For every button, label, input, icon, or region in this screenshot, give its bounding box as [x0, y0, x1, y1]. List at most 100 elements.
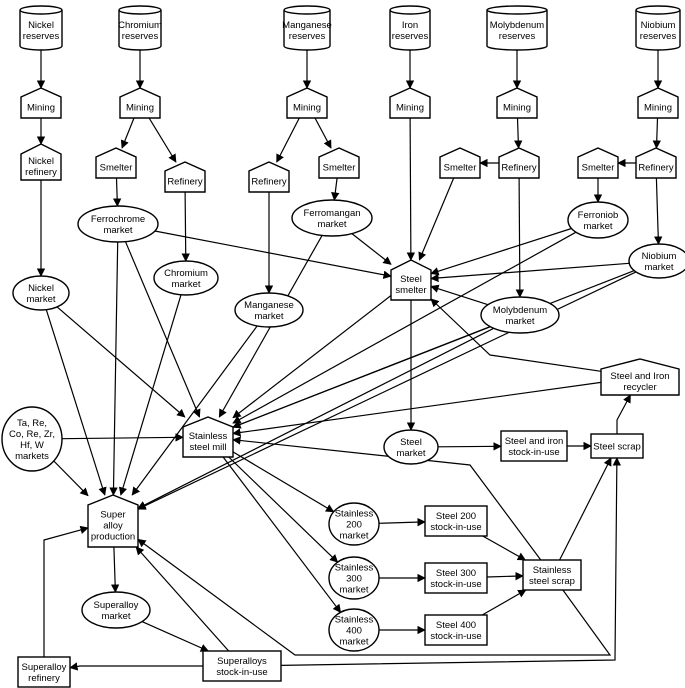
node-shape: [389, 5, 431, 51]
node-label: Super: [100, 510, 125, 521]
node-label: Mining: [644, 103, 672, 114]
node-label: market: [101, 611, 130, 622]
node-label: Nickel: [28, 20, 54, 31]
node-label: Molybdenum: [493, 305, 547, 316]
node-shape: [119, 87, 161, 119]
node-mining-nb: Mining: [637, 87, 679, 119]
node-label: Niobium: [642, 251, 677, 262]
node-shape: [590, 433, 644, 459]
node-shape: [19, 5, 63, 51]
flow-arrows: [36, 50, 663, 671]
arrow-steel-200-stock-to-stainless-steel-scrap: [482, 535, 527, 561]
node-shape: [496, 87, 538, 119]
node-shape: [248, 161, 290, 193]
arrow-steel-scrap-to-steel-iron-recycler: [616, 394, 631, 434]
node-label: reserves: [499, 31, 536, 42]
node-label: stock-in-use: [430, 579, 481, 590]
node-label: Steel 300: [436, 568, 476, 579]
node-shape: [635, 5, 681, 51]
node-label: stock-in-use: [216, 667, 267, 678]
node-label: Refinery: [251, 177, 287, 188]
node-label: Nickel: [28, 283, 54, 294]
node-label: Superalloys: [217, 656, 267, 667]
node-shape: [500, 430, 568, 462]
arrow-molybdenum-market-to-stainless-steel-mill: [232, 326, 491, 429]
node-shape: [164, 161, 206, 193]
node-label: market: [254, 311, 283, 322]
node-shape: [318, 147, 360, 179]
node-label: recycler: [623, 382, 656, 393]
arrow-ta-re-markets-to-stainless-steel-mill: [61, 433, 184, 442]
arrow-smelter-mn-to-ferromangan-market: [331, 177, 340, 201]
node-shape: [12, 275, 70, 311]
node-label: Hf, W: [20, 440, 44, 451]
node-label: refinery: [25, 167, 57, 178]
node-shape: [637, 87, 679, 119]
node-label: Mining: [27, 103, 55, 114]
node-label: reserves: [392, 31, 429, 42]
node-label: refinery: [28, 673, 60, 684]
arrow-steel-400-stock-to-stainless-steel-scrap: [481, 589, 527, 616]
node-label: Mining: [503, 103, 531, 114]
node-label: Steel and iron: [505, 436, 564, 447]
arrow-ta-re-markets-to-superalloy-production: [53, 460, 89, 497]
arrow-superalloys-stock-to-steel-scrap: [280, 457, 622, 666]
arrow-ferrochrome-market-to-superalloy-production: [109, 241, 119, 496]
arrow-ferromangan-market-to-steel-smelter: [351, 233, 392, 265]
node-shape: [17, 656, 71, 688]
arrow-stainless-steel-mill-to-stainless-200-market: [232, 451, 335, 513]
node-smelter-cr: Smelter: [95, 147, 137, 179]
arrow-manganese-market-to-superalloy-production: [131, 325, 258, 496]
node-mining-mo: Mining: [496, 87, 538, 119]
node-smelter-nb: Smelter: [577, 147, 619, 179]
node-label: Stainless: [335, 615, 374, 626]
node-shape: [118, 5, 162, 51]
arrow-superalloy-refinery-to-superalloy-production: [43, 525, 89, 657]
arrow-ferrochrome-market-to-stainless-steel-mill: [124, 241, 201, 418]
node-label: market: [339, 531, 368, 542]
node-label: Ta, Re,: [17, 418, 47, 429]
node-label: Chromium: [164, 268, 208, 279]
node-shape: [480, 296, 560, 334]
node-label: Stainless: [189, 431, 228, 442]
node-label: Ferroniob: [578, 210, 619, 221]
node-shape: [77, 205, 159, 243]
arrow-mining-mo-to-refinery-mo: [514, 117, 523, 149]
node-mining-mn: Mining: [286, 87, 328, 119]
node-mining-ni: Mining: [20, 87, 62, 119]
node-shape: [328, 556, 380, 600]
arrow-mining-nb-to-refinery-nb: [652, 117, 661, 149]
node-shape: [498, 147, 540, 179]
node-label: market: [644, 262, 673, 273]
node-label: market: [339, 585, 368, 596]
node-label: alloy: [103, 521, 123, 532]
node-label: Nickel: [28, 156, 54, 167]
node-label: Mining: [126, 103, 154, 114]
node-label: 400: [346, 626, 362, 637]
node-label: market: [505, 316, 534, 327]
arrow-stainless-steel-scrap-to-stainless-steel-mill: [232, 436, 542, 561]
node-label: Niobium: [641, 20, 676, 31]
node-label: Stainless: [335, 563, 374, 574]
node-shape: [424, 562, 488, 594]
node-label: 300: [346, 574, 362, 585]
node-shape: [567, 201, 629, 239]
node-label: Smelter: [444, 163, 477, 174]
node-label: Molybdenum: [490, 20, 544, 31]
node-shape: [234, 292, 304, 328]
